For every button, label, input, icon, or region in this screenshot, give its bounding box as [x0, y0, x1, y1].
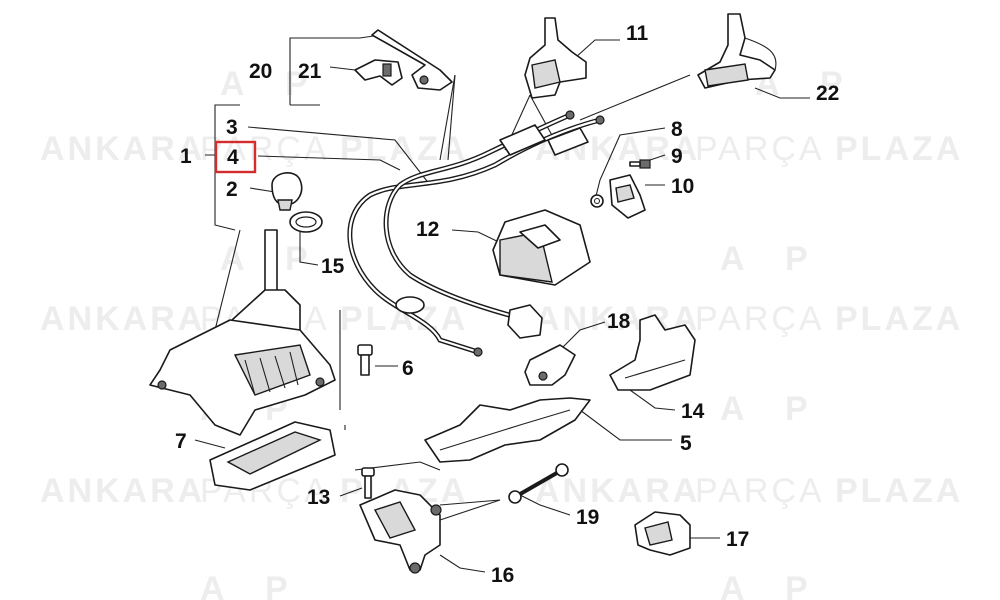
- watermark-word: PARÇA: [200, 130, 330, 168]
- part-1-shifter-assembly: [149, 229, 336, 436]
- callout-22: 22: [816, 82, 839, 105]
- watermark-logo: A P: [200, 570, 291, 600]
- part-2-gear-knob: [271, 172, 303, 211]
- watermark-word: PARÇA: [695, 472, 825, 510]
- svg-text:A: A: [200, 570, 228, 600]
- watermark-word: ANKARA: [40, 130, 205, 168]
- svg-text:A: A: [720, 570, 748, 600]
- svg-text:P: P: [285, 65, 311, 103]
- callout-21: 21: [298, 60, 322, 83]
- part-11-cable-bracket: [524, 17, 587, 99]
- callout-20: 20: [249, 60, 272, 83]
- callout-11: 11: [626, 22, 649, 45]
- callout-14: 14: [681, 400, 705, 423]
- watermark-row: ANKARA PARÇA PLAZA: [535, 472, 963, 510]
- part-5-heat-shield: [424, 397, 591, 463]
- callout-13: 13: [307, 486, 330, 509]
- svg-text:A: A: [220, 240, 248, 278]
- callout-9: 9: [671, 145, 683, 168]
- watermark-word: PLAZA: [835, 472, 963, 510]
- svg-text:P: P: [785, 390, 811, 428]
- callout-10: 10: [671, 175, 694, 198]
- part-16-lever-bracket: [359, 489, 442, 574]
- part-8-nut: [590, 194, 604, 208]
- svg-text:A: A: [720, 390, 748, 428]
- watermark-word: PARÇA: [695, 300, 825, 338]
- part-6-bolt: [357, 344, 373, 376]
- watermark-word: ANKARA: [40, 300, 205, 338]
- part-9-screw: [629, 159, 651, 169]
- callout-labels: 20 21 11 22 3 1 4 2 15 8 9 10 12 18 6 14…: [175, 22, 839, 587]
- svg-text:A: A: [220, 65, 248, 103]
- watermark-logo: A P: [220, 240, 311, 278]
- part-17-bracket: [634, 511, 691, 556]
- watermark-word: PLAZA: [835, 300, 963, 338]
- callout-12: 12: [416, 218, 439, 241]
- watermark-logo: A P: [220, 65, 311, 103]
- svg-text:P: P: [285, 240, 311, 278]
- callout-5: 5: [680, 432, 692, 455]
- part-13-bolt: [361, 467, 375, 499]
- part-22-shift-cable-end: [697, 13, 777, 89]
- callout-7: 7: [175, 430, 187, 453]
- watermark-logo: A P: [720, 390, 811, 428]
- svg-text:A: A: [720, 240, 748, 278]
- callout-17: 17: [726, 528, 749, 551]
- part-19-link-rod: [508, 463, 569, 504]
- watermark-word: ANKARA: [535, 472, 700, 510]
- callout-15: 15: [321, 255, 345, 278]
- callout-16: 16: [491, 564, 514, 587]
- callout-19: 19: [576, 506, 599, 529]
- part-20-bracket-rod: [371, 29, 453, 91]
- cable-upper-ends: [499, 124, 589, 156]
- watermark-row: ANKARA PARÇA PLAZA: [535, 300, 963, 338]
- watermark-logo: A P: [720, 240, 811, 278]
- svg-text:P: P: [265, 570, 291, 600]
- part-12-housing: [492, 209, 591, 286]
- callout-4-selected[interactable]: 4: [227, 146, 239, 169]
- callout-18: 18: [607, 310, 631, 333]
- part-10-bracket: [609, 174, 646, 219]
- watermark-logo: A P: [720, 570, 811, 600]
- part-7-tray: [209, 421, 336, 491]
- callout-2: 2: [226, 178, 238, 201]
- watermark-word: ANKARA: [40, 472, 205, 510]
- part-18-bracket: [524, 344, 576, 386]
- selected-callout-highlight: [214, 140, 257, 174]
- svg-text:P: P: [820, 65, 846, 103]
- watermark-word: PLAZA: [835, 130, 963, 168]
- callout-6: 6: [402, 357, 414, 380]
- watermark-word: PARÇA: [695, 130, 825, 168]
- svg-text:P: P: [785, 240, 811, 278]
- callout-1: 1: [180, 145, 192, 168]
- svg-text:P: P: [785, 570, 811, 600]
- callout-8: 8: [671, 118, 683, 141]
- part-14-shield: [609, 314, 696, 391]
- part-15-o-ring: [289, 211, 323, 233]
- part-21-clip: [354, 59, 403, 86]
- watermark-row: ANKARA PARÇA PLAZA: [535, 130, 963, 168]
- callout-3: 3: [226, 116, 238, 139]
